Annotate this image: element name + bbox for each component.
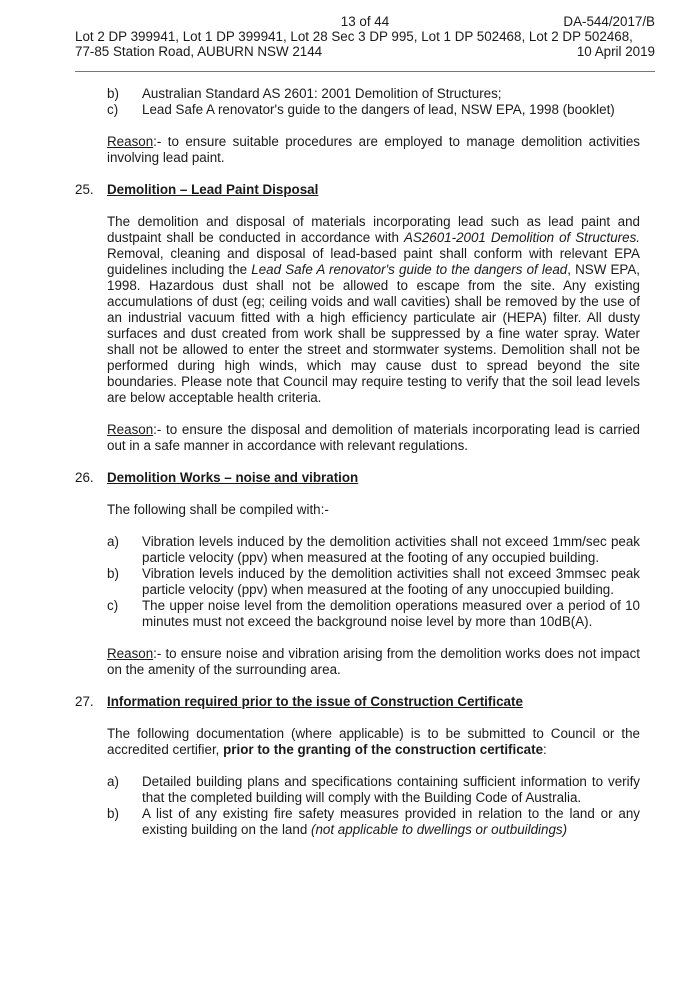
body-text: : [543,742,547,757]
body-text: , NSW EPA, 1998. Hazardous dust shall no… [107,262,641,405]
list-text: Lead Safe A renovator's guide to the dan… [142,102,615,117]
section-heading-25: 25. Demolition – Lead Paint Disposal [75,182,640,198]
section-number: 26. [75,470,94,485]
reason-label: Reason [107,422,154,437]
section-title: Information required prior to the issue … [107,694,523,709]
list-text: Vibration levels induced by the demoliti… [142,534,640,565]
reason-paragraph: Reason:- to ensure the disposal and demo… [75,422,640,454]
list-item: a) Vibration levels induced by the demol… [75,534,640,566]
reason-paragraph: Reason:- to ensure suitable procedures a… [75,134,640,166]
list-item: b) Australian Standard AS 2601: 2001 Dem… [75,86,640,102]
reason-label: Reason [107,646,154,661]
section-number: 25. [75,182,94,197]
list-label: a) [107,774,119,789]
vibration-list: a) Vibration levels induced by the demol… [75,534,640,630]
standards-list: b) Australian Standard AS 2601: 2001 Dem… [75,86,640,118]
body-text: Removal, cleaning and disposal of lead-b… [107,246,640,277]
site-address: 77-85 Station Road, AUBURN NSW 2144 [75,44,323,59]
reason-paragraph: Reason:- to ensure noise and vibration a… [75,646,640,678]
document-body: b) Australian Standard AS 2601: 2001 Dem… [75,86,640,838]
page-number: 13 of 44 [340,14,390,29]
reason-text: :- to ensure suitable procedures are emp… [107,134,640,165]
documentation-list: a) Detailed building plans and specifica… [75,774,640,838]
standard-reference: AS2601-2001 Demolition of Structures. [403,230,640,245]
section-title: Demolition – Lead Paint Disposal [107,182,319,197]
list-label: c) [107,102,119,117]
list-label: c) [107,598,119,613]
lot-details: Lot 2 DP 399941, Lot 1 DP 399941, Lot 28… [75,29,633,44]
list-item: a) Detailed building plans and specifica… [75,774,640,806]
section-number: 27. [75,694,94,709]
page-header: 13 of 44 DA-544/2017/B Lot 2 DP 399941, … [75,14,655,59]
reason-text: :- to ensure the disposal and demolition… [107,422,640,453]
section-27-intro: The following documentation (where appli… [75,726,640,758]
list-label: b) [107,566,119,581]
reason-label: Reason [107,134,154,149]
section-heading-26: 26. Demolition Works – noise and vibrati… [75,470,640,486]
list-text: Detailed building plans and specificatio… [142,774,640,805]
list-text: Vibration levels induced by the demoliti… [142,566,640,597]
list-item: b) Vibration levels induced by the demol… [75,566,640,598]
list-item: b) A list of any existing fire safety me… [75,806,640,838]
list-label: b) [107,806,119,821]
list-label: b) [107,86,119,101]
body-text: The following documentation (where appli… [107,726,640,757]
body-text: The demolition and disposal of materials… [107,214,640,245]
reason-text: :- to ensure noise and vibration arising… [107,646,640,677]
header-divider [75,71,655,72]
list-text: A list of any existing fire safety measu… [142,806,640,838]
body-text: A list of any existing fire safety measu… [142,806,640,837]
guide-reference: Lead Safe A renovator's guide to the dan… [251,262,568,277]
reference-number: DA-544/2017/B [563,14,655,29]
section-26-intro: The following shall be compiled with:- [107,502,329,517]
list-label: a) [107,534,119,549]
list-item: c) The upper noise level from the demoli… [75,598,640,630]
list-text: Australian Standard AS 2601: 2001 Demoli… [142,86,502,101]
exception-note: (not applicable to dwellings or outbuild… [311,822,568,837]
section-heading-27: 27. Information required prior to the is… [75,694,640,710]
emphasis-text: prior to the granting of the constructio… [223,742,544,757]
list-text: The upper noise level from the demolitio… [142,598,640,629]
list-item: c) Lead Safe A renovator's guide to the … [75,102,640,118]
document-date: 10 April 2019 [576,44,655,59]
section-25-body: The demolition and disposal of materials… [75,214,640,406]
section-title: Demolition Works – noise and vibration [107,470,359,485]
